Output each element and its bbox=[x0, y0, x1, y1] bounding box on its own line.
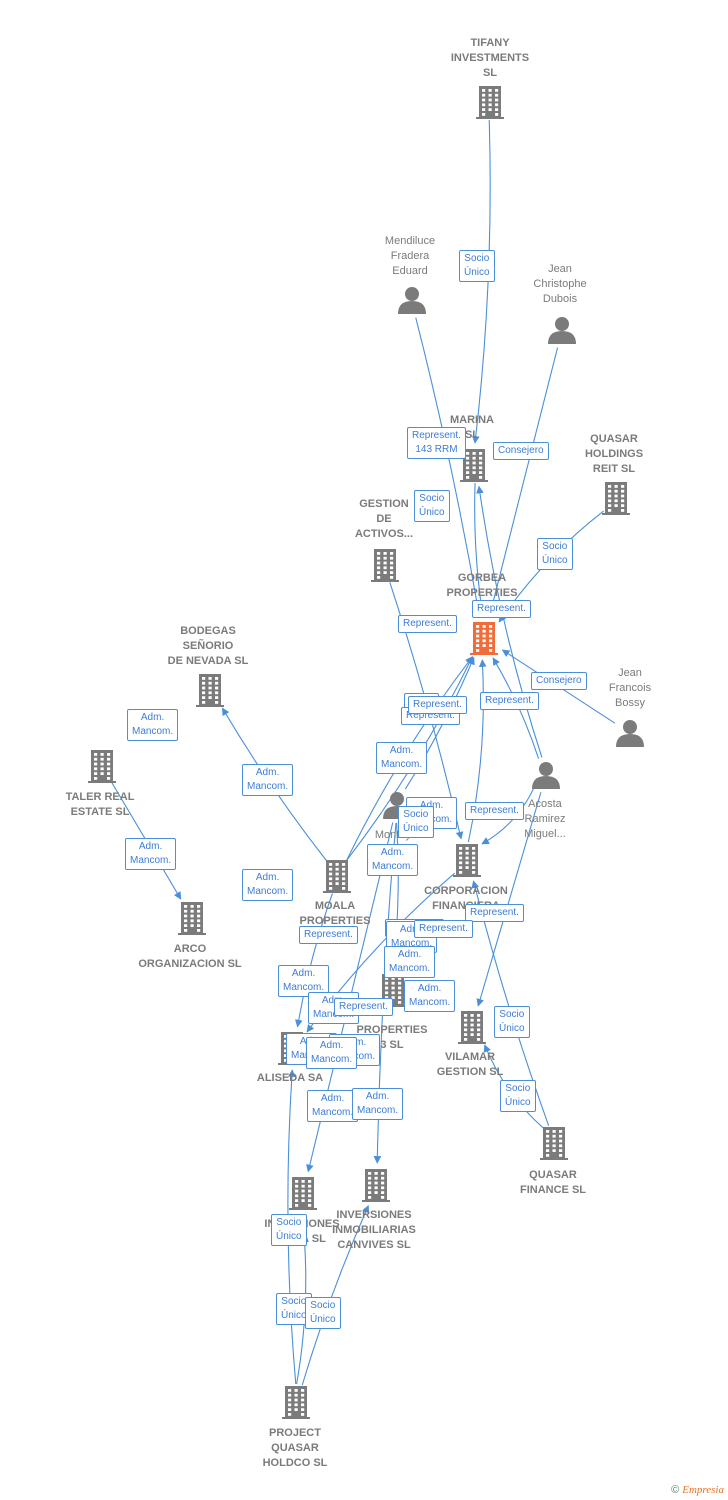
edge-label-socio[interactable]: Socio Único bbox=[305, 1297, 341, 1329]
edge-label-represent[interactable]: Represent. bbox=[465, 904, 524, 922]
edge-label-socio[interactable]: Socio Único bbox=[271, 1214, 307, 1246]
node-label-bodegas[interactable]: BODEGAS SEÑORIO DE NEVADA SL bbox=[167, 625, 249, 667]
node-label-gestion[interactable]: GESTION DE ACTIVOS... bbox=[354, 498, 414, 540]
person-icon-mendiluce[interactable] bbox=[398, 287, 426, 314]
node-label-quasar-holdings[interactable]: QUASAR HOLDINGS REIT SL bbox=[584, 433, 644, 475]
building-icon-corporacion[interactable] bbox=[453, 844, 481, 877]
footer: © Empresia bbox=[671, 1484, 724, 1496]
node-label-dubois[interactable]: Jean Christophe Dubois bbox=[533, 263, 587, 305]
edge-project-to-canvives bbox=[301, 1204, 370, 1386]
building-icon-canvives[interactable] bbox=[362, 1169, 390, 1202]
copyright-symbol: © bbox=[671, 1484, 680, 1496]
edge-label-consejero[interactable]: Consejero bbox=[531, 672, 587, 690]
edge-label-socio[interactable]: Socio Único bbox=[500, 1080, 536, 1112]
node-label-arco[interactable]: ARCO ORGANIZACION SL bbox=[138, 943, 242, 970]
edge-label-represent[interactable]: Represent. bbox=[334, 998, 393, 1016]
person-icon-acosta[interactable] bbox=[532, 762, 560, 789]
building-icon-gorbea[interactable] bbox=[470, 622, 498, 655]
edge-label-represent[interactable]: Represent. bbox=[472, 600, 531, 618]
building-icon-quasar-holdings[interactable] bbox=[602, 482, 630, 515]
edge-acosta-to-corporacion bbox=[481, 787, 535, 845]
node-label-canvives[interactable]: INVERSIONES INMOBILIARIAS CANVIVES SL bbox=[332, 1209, 416, 1251]
edge-label-adm[interactable]: Adm. Mancom. bbox=[367, 844, 419, 876]
building-icon-bodegas[interactable] bbox=[196, 674, 224, 707]
edge-label-adm[interactable]: Adm. Mancom. bbox=[384, 946, 436, 978]
edge-label-represent[interactable]: Represent. bbox=[414, 920, 473, 938]
edge-label-socio[interactable]: Socio Único bbox=[459, 250, 495, 282]
building-icon-taler[interactable] bbox=[88, 750, 116, 783]
node-label-montoya[interactable]: Montoya bbox=[374, 829, 418, 841]
node-label-gorbea[interactable]: GORBEA PROPERTIES 20 bbox=[446, 572, 518, 614]
edge-label-represent[interactable]: Represent. bbox=[465, 802, 524, 820]
edge-label-adm[interactable]: Adm. Mancom. bbox=[306, 1037, 358, 1069]
person-icon-bossy[interactable] bbox=[616, 720, 644, 747]
edge-label-adm[interactable]: Adm. Mancom. bbox=[352, 1088, 404, 1120]
edge-label-represent[interactable]: Represent. 143 RRM bbox=[407, 427, 466, 459]
edge-label-represent[interactable]: Represent. bbox=[299, 926, 358, 944]
edge-label-adm[interactable]: Adm. Mancom. bbox=[242, 764, 294, 796]
edge-label-adm[interactable]: Adm. Mancom. bbox=[376, 742, 428, 774]
building-icon-quasar-finance[interactable] bbox=[540, 1127, 568, 1160]
building-icon-vilamar[interactable] bbox=[458, 1011, 486, 1044]
edge-corporacion-to-gorbea bbox=[467, 659, 487, 843]
edge-label-socio[interactable]: Socio Único bbox=[494, 1006, 530, 1038]
edge-dubois-to-gorbea bbox=[487, 347, 559, 618]
edge-label-represent[interactable]: Represent. bbox=[398, 615, 457, 633]
building-icon-moala[interactable] bbox=[323, 860, 351, 893]
node-label-tifany[interactable]: TIFANY INVESTMENTS SL bbox=[450, 37, 530, 79]
node-label-mendiluce[interactable]: Mendiluce Fradera Eduard bbox=[384, 235, 436, 277]
node-label-quasar-finance[interactable]: QUASAR FINANCE SL bbox=[520, 1169, 586, 1196]
building-icon-gestion[interactable] bbox=[371, 549, 399, 582]
node-label-acosta[interactable]: Acosta Ramirez Miguel... bbox=[524, 798, 566, 840]
edge-label-adm[interactable]: Adm. Mancom. bbox=[125, 838, 177, 870]
node-label-properties3[interactable]: PROPERTIES 3 SL bbox=[356, 1024, 428, 1051]
edge-label-socio[interactable]: Socio Único bbox=[414, 490, 450, 522]
building-icon-project[interactable] bbox=[282, 1386, 310, 1419]
edge-label-socio[interactable]: Socio Único bbox=[398, 806, 434, 838]
person-icon-dubois[interactable] bbox=[548, 317, 576, 344]
edge-label-adm[interactable]: Adm. Mancom. bbox=[307, 1090, 359, 1122]
node-label-vilamar[interactable]: VILAMAR GESTION SL bbox=[436, 1051, 504, 1078]
building-icon-inv-ta[interactable] bbox=[289, 1177, 317, 1210]
edge-moala-to-aliseda bbox=[294, 893, 333, 1028]
edge-label-represent[interactable]: Represent. bbox=[408, 696, 467, 714]
edge-label-adm[interactable]: Adm. Mancom. bbox=[127, 709, 179, 741]
edge-label-adm[interactable]: Adm. Mancom. bbox=[242, 869, 294, 901]
node-label-project[interactable]: PROJECT QUASAR HOLDCO SL bbox=[262, 1427, 328, 1469]
node-label-marina[interactable]: MARINA SL bbox=[450, 414, 494, 441]
node-label-aliseda[interactable]: ALISEDA SA bbox=[256, 1072, 324, 1084]
edge-label-represent[interactable]: Represent. bbox=[480, 692, 539, 710]
edge-acosta-to-marina bbox=[476, 485, 543, 758]
node-label-taler[interactable]: TALER REAL ESTATE SL bbox=[65, 791, 135, 818]
node-label-bossy[interactable]: Jean Francois Bossy bbox=[608, 667, 652, 709]
building-icon-marina[interactable] bbox=[460, 449, 488, 482]
building-icon-arco[interactable] bbox=[178, 902, 206, 935]
building-icon-tifany[interactable] bbox=[476, 86, 504, 119]
edge-mendiluce-to-gorbea bbox=[415, 317, 483, 618]
edge-label-socio[interactable]: Socio Único bbox=[537, 538, 573, 570]
node-label-moala[interactable]: MOALA PROPERTIES bbox=[299, 900, 371, 927]
edge-acosta-to-vilamar bbox=[476, 792, 542, 1007]
edge-label-adm[interactable]: Adm. Mancom. bbox=[404, 980, 456, 1012]
brand-logo[interactable]: Empresia bbox=[682, 1484, 724, 1496]
edge-label-consejero[interactable]: Consejero bbox=[493, 442, 549, 460]
edge-label-adm[interactable]: Adm. Mancom. bbox=[278, 965, 330, 997]
